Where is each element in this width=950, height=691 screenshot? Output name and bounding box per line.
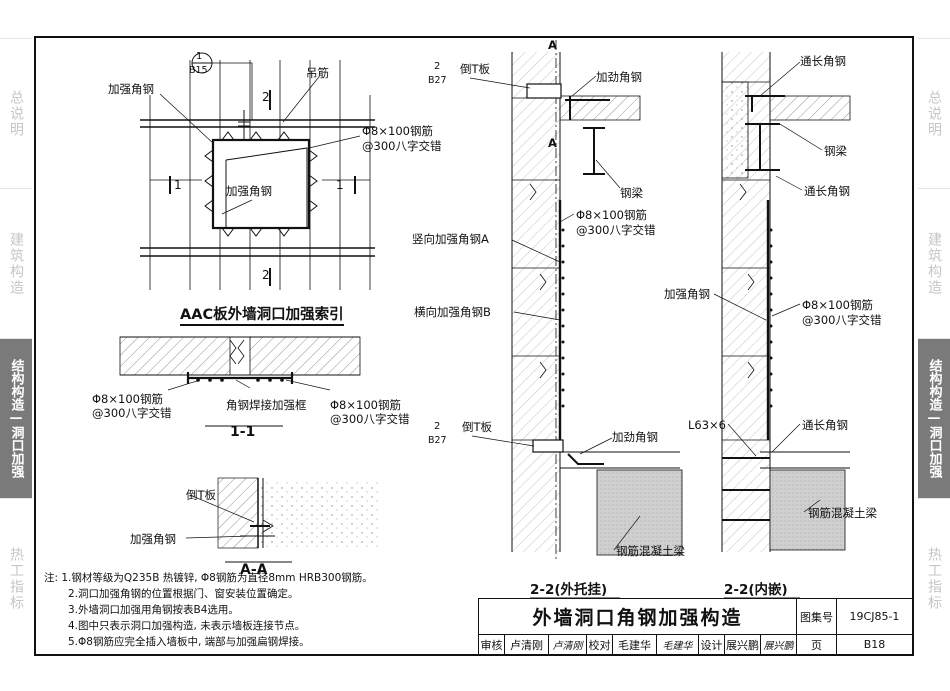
section-1-1: [119, 336, 361, 427]
section-2-2-outer-title: 2-2(外托挂): [530, 582, 608, 598]
tab-general-notes[interactable]: 总说明: [0, 38, 32, 188]
atlas-label: 图集号: [797, 599, 837, 635]
label-t-plate-top: 倒T板: [460, 62, 491, 76]
label-1-1-rebar-left: Φ8×100钢筋: [92, 392, 163, 406]
tab-building-construction[interactable]: 建筑构造: [0, 188, 32, 338]
label-inner-angle: 加强角钢: [664, 287, 710, 301]
label-2-2-rebar: Φ8×100钢筋: [576, 208, 647, 222]
note-5: 5.Φ8钢筋应完全插入墙板中, 端部与加强扁钢焊接。: [68, 636, 310, 648]
section-mark-1-right: 1: [336, 178, 344, 192]
section-mark-1-left: 1: [174, 178, 182, 192]
label-2-2-rebar-spacing: @300八字交错: [576, 223, 656, 237]
designer-signature: 展兴鹏: [761, 635, 797, 655]
section-mark-2-bottom: 2: [262, 268, 270, 282]
label-hanger-bar: 吊筋: [306, 66, 329, 80]
section-a-a: [185, 477, 380, 563]
note-2: 2.洞口加强角钢的位置根据门、窗安装位置确定。: [68, 588, 299, 600]
label-aa-angle: 加强角钢: [130, 532, 176, 546]
label-angle-inner: 加强角钢: [226, 184, 272, 198]
atlas-number: 19CJ85-1: [837, 599, 913, 635]
opening-index-plan: [140, 52, 375, 290]
label-inner-steel-beam: 钢梁: [824, 144, 847, 158]
label-through-angle-bottom: 通长角钢: [802, 418, 848, 432]
reviewer-signature: 卢清刚: [549, 635, 587, 655]
label-rebar-spacing: @300八字交错: [362, 139, 442, 153]
bubble-top-ref: B27: [428, 75, 447, 86]
drawing-title: 外墙洞口角钢加强构造: [479, 599, 797, 635]
tab-building-construction-right[interactable]: 建筑构造: [918, 188, 950, 338]
label-reinforcing-angle: 加强角钢: [108, 82, 154, 96]
label-1-1-rebar-left-spacing: @300八字交错: [92, 406, 172, 420]
label-horizontal-angle-b: 横向加强角钢B: [414, 305, 491, 319]
label-rebar-spec: Φ8×100钢筋: [362, 124, 433, 138]
note-3: 3.外墙洞口加强用角钢按表B4选用。: [68, 604, 239, 616]
page-label: 页: [797, 635, 837, 655]
index-bubble-ref: B15: [189, 65, 208, 76]
review-label: 审核: [479, 635, 505, 655]
label-angle-size: L63×6: [688, 418, 726, 432]
label-rc-beam: 钢筋混凝土梁: [616, 544, 685, 558]
page-number: B18: [837, 635, 913, 655]
drawing-sheet-frame: [34, 36, 914, 656]
bubble-bottom-ref: B27: [428, 435, 447, 446]
label-aa-t-plate: 倒T板: [186, 488, 217, 502]
section-1-1-title: 1-1: [230, 424, 256, 440]
section-2-2-inner: [713, 52, 851, 599]
label-inner-rebar-spacing: @300八字交错: [802, 313, 882, 327]
tab-thermal-index[interactable]: 热工指标: [0, 498, 32, 658]
index-plan-title: AAC板外墙洞口加强索引: [180, 303, 344, 326]
bubble-bottom-number: 2: [434, 421, 441, 432]
note-4: 4.图中只表示洞口加强构造, 未表示墙板连接节点。: [68, 620, 306, 632]
reviewer-name: 卢清刚: [505, 635, 549, 655]
index-bubble-number: 1: [196, 51, 203, 62]
label-1-1-rebar-right-spacing: @300八字交错: [330, 412, 410, 426]
label-t-plate-bottom: 倒T板: [462, 420, 493, 434]
designer-name: 展兴鹏: [725, 635, 761, 655]
design-notes: 注: 1.钢材等级为Q235B 热镀锌, Φ8钢筋为直径8mm HRB300钢筋…: [44, 570, 373, 650]
label-stiffener-angle-bottom: 加劲角钢: [612, 430, 658, 444]
section-2-2-outer: [469, 40, 683, 599]
note-1: 注: 1.钢材等级为Q235B 热镀锌, Φ8钢筋为直径8mm HRB300钢筋…: [44, 572, 373, 584]
tab-structural-opening[interactable]: 结构构造—洞口加强: [0, 338, 32, 498]
tab-general-notes-right[interactable]: 总说明: [918, 38, 950, 188]
label-stiffener-angle: 加劲角钢: [596, 70, 642, 84]
check-label: 校对: [587, 635, 613, 655]
section-marker-a-mid: A: [548, 136, 557, 150]
label-welded-frame: 角钢焊接加强框: [226, 398, 307, 412]
design-label: 设计: [699, 635, 725, 655]
label-1-1-rebar-right: Φ8×100钢筋: [330, 398, 401, 412]
section-2-2-inner-title: 2-2(内嵌): [724, 582, 788, 598]
section-a-a-title: A-A: [240, 562, 268, 578]
label-inner-rebar: Φ8×100钢筋: [802, 298, 873, 312]
label-through-angle-mid: 通长角钢: [804, 184, 850, 198]
label-through-angle-top: 通长角钢: [800, 54, 846, 68]
label-steel-beam: 钢梁: [620, 186, 643, 200]
section-marker-a-top: A: [548, 38, 557, 52]
tab-thermal-index-right[interactable]: 热工指标: [918, 498, 950, 658]
title-block: 外墙洞口角钢加强构造 图集号 19CJ85-1 审核 卢清刚 卢清刚 校对 毛建…: [478, 598, 913, 655]
checker-signature: 毛建华: [657, 635, 699, 655]
label-inner-rc-beam: 钢筋混凝土梁: [808, 506, 877, 520]
checker-name: 毛建华: [613, 635, 657, 655]
tab-structural-opening-right[interactable]: 结构构造—洞口加强: [918, 338, 950, 498]
section-mark-2-top: 2: [262, 90, 270, 104]
label-vertical-angle-a: 竖向加强角钢A: [412, 232, 489, 246]
bubble-top-number: 2: [434, 61, 441, 72]
